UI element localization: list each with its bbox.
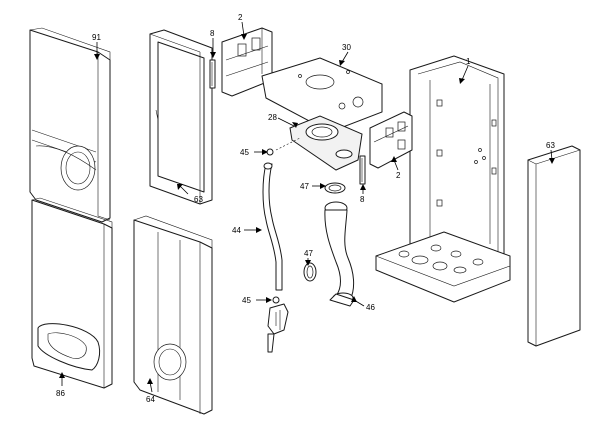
callout-63-right: 63 <box>546 141 555 150</box>
callout-8-top: 8 <box>210 29 215 38</box>
elbow-pipe <box>324 201 355 307</box>
bracket-right <box>369 111 413 169</box>
side-frame-left <box>149 29 213 205</box>
callout-86: 86 <box>56 389 65 398</box>
callout-46: 46 <box>366 303 375 312</box>
callout-47-bottom: 47 <box>304 249 313 258</box>
flue-collar <box>275 115 363 171</box>
callout-1: 1 <box>466 57 471 66</box>
clip-top <box>209 59 216 89</box>
seal-ring-bottom <box>303 262 317 282</box>
callout-91: 91 <box>92 33 101 42</box>
callout-64: 64 <box>146 395 155 404</box>
front-panel-lower <box>31 197 113 389</box>
top-plate <box>261 57 383 133</box>
callout-44: 44 <box>232 226 241 235</box>
callouts: 91 2 8 30 1 28 63 45 47 8 2 63 44 47 45 … <box>56 13 555 404</box>
callout-47-top: 47 <box>300 182 309 191</box>
leader-lines <box>59 21 555 393</box>
callout-30: 30 <box>342 43 351 52</box>
callout-2-top: 2 <box>238 13 243 22</box>
callout-63-left: 63 <box>194 195 203 204</box>
chassis <box>375 55 511 303</box>
pipe-assembly <box>262 148 289 353</box>
clip-right <box>359 155 366 185</box>
front-panel-open <box>133 215 213 415</box>
seal-ring-top <box>324 182 346 194</box>
bracket-top <box>221 27 273 97</box>
callout-45-top: 45 <box>240 148 249 157</box>
callout-28: 28 <box>268 113 277 122</box>
callout-45-bottom: 45 <box>242 296 251 305</box>
side-panel-right <box>527 145 581 347</box>
callout-8-right: 8 <box>360 195 365 204</box>
callout-2-right: 2 <box>396 171 401 180</box>
